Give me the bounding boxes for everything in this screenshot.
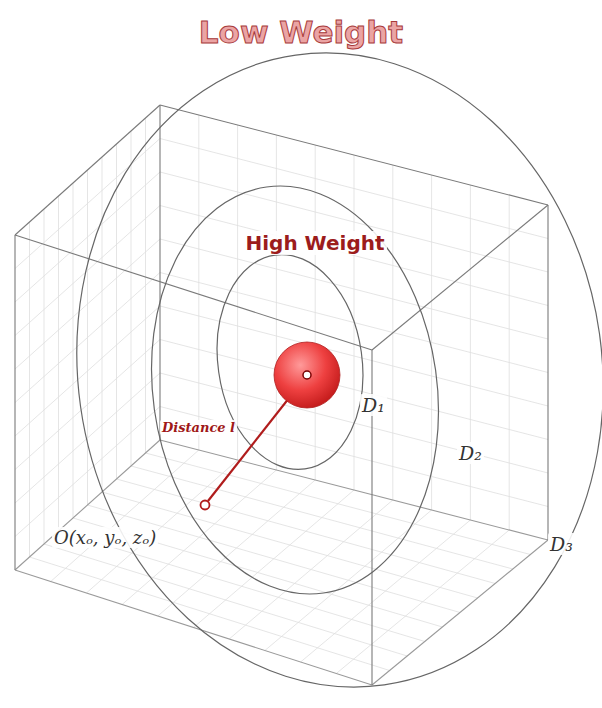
grid-line [336,530,509,674]
cube-edge [547,205,548,540]
grid-line [15,373,160,503]
cube-edge [15,440,160,570]
grid-line [15,340,160,470]
cube-edge [15,570,372,685]
grid-line [229,500,393,639]
grid-line [15,273,160,403]
range-ellipse [36,19,602,708]
cube-edge [372,540,548,685]
source-sphere [274,342,340,408]
grid-line [117,479,496,584]
grid-line [131,131,132,466]
grid-line [194,490,355,628]
grid-line [160,407,548,507]
cube-edge [15,105,160,235]
grid-line [301,520,471,662]
origin-point [201,501,210,510]
cube-edge [14,235,15,570]
grid-line [15,407,160,537]
grid-line [509,195,510,530]
grid-line [102,157,103,492]
cube-grid [15,115,548,674]
range-ellipse [204,245,377,479]
grid-line [470,185,471,520]
distance-label: D₃ [548,533,575,555]
zone-title: Low Weight [199,14,403,50]
cube-edge [372,205,548,350]
grid-line [145,118,146,453]
distance-label: D₂ [457,442,484,464]
cube-edges [15,105,548,685]
grid-line [116,144,117,479]
zone-title: High Weight [244,231,387,255]
grid-line [15,306,160,436]
distance-label: D₁ [360,394,387,416]
grid-line [146,453,531,555]
distance-caption: Distance l [160,420,237,435]
cube-edge [159,105,160,440]
grid-line [265,510,432,651]
origin-label: O(xₒ, yₒ, zₒ) [52,527,158,548]
cube-edge [160,440,548,540]
sphere-center [303,371,311,379]
grid-line [431,175,432,510]
range-ellipse [126,167,464,613]
